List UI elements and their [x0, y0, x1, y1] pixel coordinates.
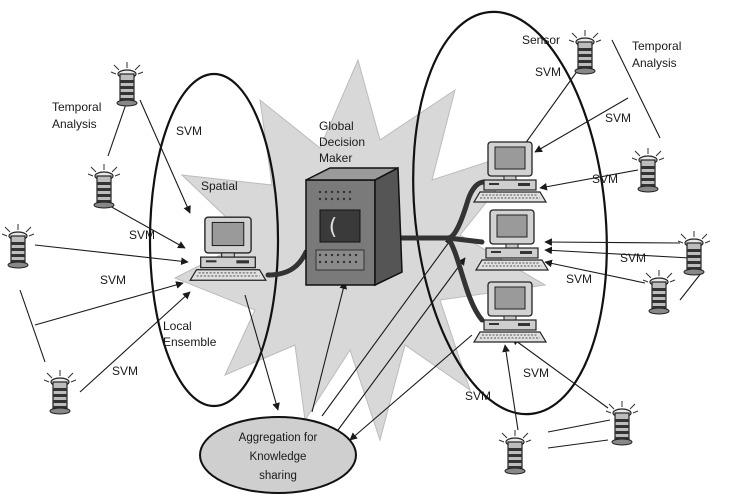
svm-label: SVM	[620, 251, 646, 265]
aggregation-links	[244, 237, 473, 441]
aggregation-label-line1: Aggregation for	[239, 432, 318, 444]
local-ensemble-line1: Local	[163, 319, 192, 333]
sensor-icon	[568, 29, 602, 75]
temporal-analysis-left-line1: Temporal	[52, 100, 101, 114]
sensor-label: Sensor	[522, 33, 560, 47]
svg-text:(: (	[326, 215, 339, 240]
sensor-icon	[1, 223, 35, 269]
sensor-group-ellipse	[412, 10, 608, 416]
svm-label: SVM	[523, 366, 549, 380]
sensor-icon	[110, 61, 144, 107]
svm-label: SVM	[129, 228, 155, 242]
network-cables	[265, 179, 487, 323]
sensor-icon	[677, 230, 711, 276]
sensor-icon	[605, 400, 639, 446]
svm-label: SVM	[535, 65, 561, 79]
svm-label: SVM	[176, 124, 202, 138]
svm-label: SVM	[112, 364, 138, 378]
spatial-label: Spatial	[201, 179, 238, 193]
sensor-icon	[642, 269, 676, 315]
aggregation-label-line2: Knowledge	[250, 451, 307, 463]
local-ensemble-line2: Ensemble	[163, 335, 217, 349]
temporal-analysis-left-line2: Analysis	[52, 117, 97, 131]
aggregation-label-line3: sharing	[259, 470, 297, 482]
temporal-analysis-right-line2: Analysis	[632, 56, 677, 70]
svm-label: SVM	[465, 389, 491, 403]
svm-label: SVM	[592, 172, 618, 186]
global-decision-maker-line3: Maker	[319, 151, 352, 165]
computer-icon-right-middle	[475, 209, 549, 271]
aggregation-node: Aggregation for Knowledge sharing	[199, 416, 357, 494]
local-ensemble-ellipse	[148, 72, 280, 408]
svm-label: SVM	[100, 273, 126, 287]
svm-label: SVM	[566, 272, 592, 286]
svm-label: SVM	[605, 111, 631, 125]
server-icon: (	[305, 166, 403, 287]
sensor-icon	[87, 163, 121, 209]
sensor-icon	[43, 369, 77, 415]
sensor-icon	[498, 429, 532, 475]
global-decision-maker-line2: Decision	[319, 135, 365, 149]
global-decision-maker-line1: Global	[319, 119, 354, 133]
temporal-analysis-right-line1: Temporal	[632, 39, 681, 53]
sensor-links	[19, 39, 703, 449]
